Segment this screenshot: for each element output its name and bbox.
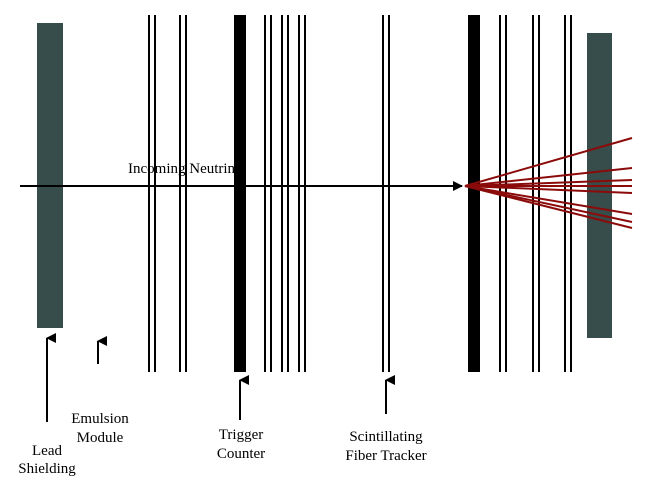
trigger-counter-layer — [234, 15, 246, 372]
emulsion-layer — [185, 15, 187, 372]
lead-shielding-label-line1: Lead — [32, 443, 62, 459]
fiber-tracker-label-line1: Scintillating — [349, 429, 423, 445]
fiber-tracker-layer — [388, 15, 390, 372]
beam-label: Incoming Neutrino — [128, 161, 243, 177]
tracker-layer — [270, 15, 272, 372]
emulsion-module-label-line1: Emulsion — [71, 411, 129, 427]
secondary-track — [464, 185, 633, 229]
tracker-layer — [298, 15, 300, 372]
emulsion-layer — [179, 15, 181, 372]
lead-shielding-left — [37, 23, 63, 328]
trigger-counter-label-line2: Counter — [217, 446, 265, 462]
trigger-counter-label-line1: Trigger — [219, 427, 263, 443]
emulsion-layer — [154, 15, 156, 372]
tracker-layer — [570, 15, 572, 372]
secondary-track — [464, 167, 633, 187]
emulsion-module-label-line2: Module — [77, 430, 124, 446]
tracker-layer — [287, 15, 289, 372]
secondary-track — [464, 185, 633, 215]
tracker-layer — [281, 15, 283, 372]
emulsion-layer — [148, 15, 150, 372]
tracker-layer — [304, 15, 306, 372]
interaction-tracks — [464, 137, 633, 229]
tracker-layer — [564, 15, 566, 372]
tracker-layer — [538, 15, 540, 372]
tracker-layer — [264, 15, 266, 372]
secondary-track — [464, 137, 633, 187]
target-counter-layer — [468, 15, 480, 372]
tracker-layer — [532, 15, 534, 372]
detector-layers — [148, 15, 572, 372]
fiber-tracker-layer — [382, 15, 384, 372]
secondary-track — [464, 185, 633, 194]
fiber-tracker-label-line2: Fiber Tracker — [345, 448, 426, 464]
lead-shielding-label-line2: Shielding — [18, 461, 76, 477]
